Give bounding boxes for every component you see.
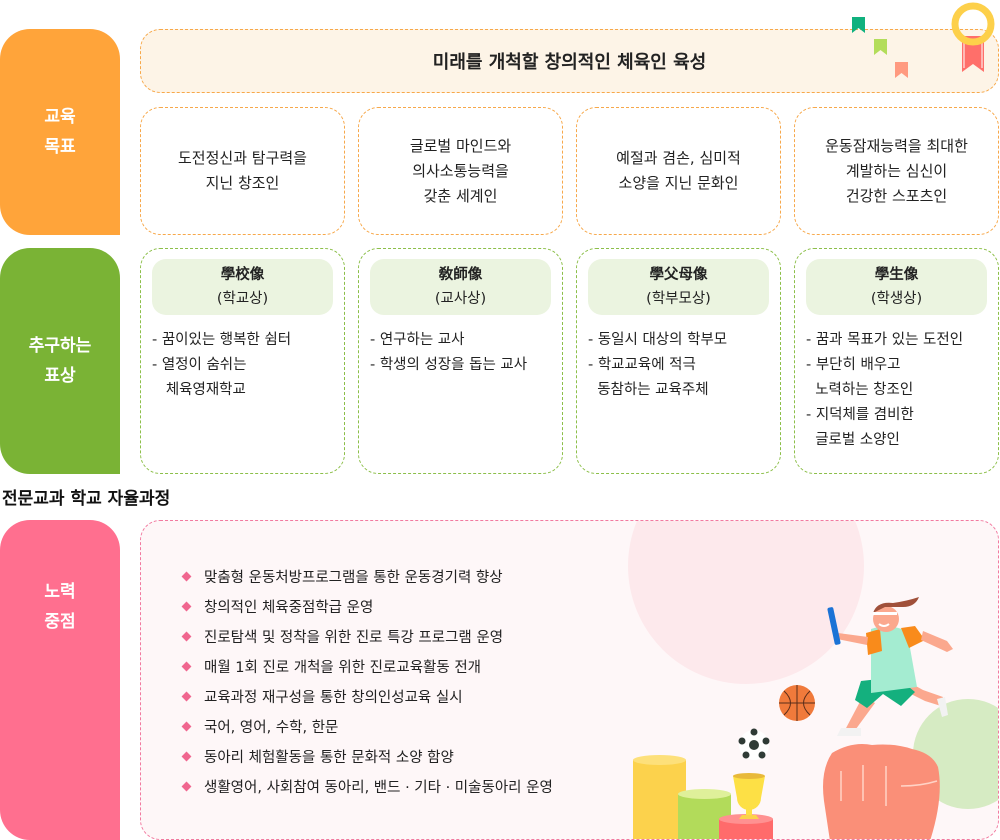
ideal-card-header: 敎師像 (교사상) <box>370 259 551 315</box>
focus-item: 창의적인 체육중점학급 운영 <box>179 591 553 621</box>
goal-card-text: 도전정신과 탐구력을 지닌 창조인 <box>178 149 307 192</box>
ideal-item: - 꿈과 목표가 있는 도전인 <box>806 332 964 348</box>
focus-item: 생활영어, 사회참여 동아리, 밴드 · 기타 · 미술동아리 운영 <box>179 771 553 801</box>
focus-item-text: 국어, 영어, 수학, 한문 <box>204 719 339 736</box>
focus-item-text: 동아리 체험활동을 통한 문화적 소양 함양 <box>204 749 454 766</box>
focus-item-text: 맞춤형 운동처방프로그램을 통한 운동경기력 향상 <box>204 569 503 586</box>
diamond-bullet-icon <box>181 661 192 671</box>
pursued-ideals-label: 추구하는 표상 <box>0 248 120 474</box>
focus-item-text: 진로탐색 및 정착을 위한 진로 특강 프로그램 운영 <box>204 629 504 646</box>
ideal-item: - 학생의 성장을 돕는 교사 <box>370 357 528 373</box>
focus-item: 교육과정 재구성을 통한 창의인성교육 실시 <box>179 681 553 711</box>
focus-item: 진로탐색 및 정착을 위한 진로 특강 프로그램 운영 <box>179 621 553 651</box>
effort-focus-label-text: 노력 중점 <box>44 582 76 632</box>
ideal-card-header: 學校像 (학교상) <box>152 259 333 315</box>
focus-item: 매월 1회 진로 개척을 위한 진로교육활동 전개 <box>179 651 553 681</box>
ideal-item: - 연구하는 교사 <box>370 332 465 348</box>
ideal-card-student: 學生像 (학생상) - 꿈과 목표가 있는 도전인 - 부단히 배우고 노력하는… <box>794 248 999 474</box>
section-title: 전문교과 학교 자율과정 <box>2 489 171 509</box>
ideal-hanja: 學校像 <box>220 267 265 283</box>
ideal-korean: (교사상) <box>434 291 487 307</box>
goal-card-text: 예절과 겸손, 심미적 소양을 지닌 문화인 <box>616 149 741 192</box>
goal-card-text: 운동잠재능력을 최대한 계발하는 심신이 건강한 스포츠인 <box>825 136 968 205</box>
effort-focus-list: 맞춤형 운동처방프로그램을 통한 운동경기력 향상 창의적인 체육중점학급 운영… <box>179 561 553 801</box>
diamond-bullet-icon <box>181 721 192 731</box>
ideal-card-teacher: 敎師像 (교사상) - 연구하는 교사 - 학생의 성장을 돕는 교사 <box>358 248 563 474</box>
education-goal-label-text: 교육 목표 <box>44 107 76 157</box>
diamond-bullet-icon <box>181 781 192 791</box>
ideal-list: - 동일시 대상의 학부모 - 학교교육에 적극 동참하는 교육주체 <box>588 328 769 403</box>
ideal-card-school: 學校像 (학교상) - 꿈이있는 행복한 쉼터 - 열정이 숨쉬는 체육영재학교 <box>140 248 345 474</box>
diamond-bullet-icon <box>181 751 192 761</box>
ideal-card-header: 學父母像 (학부모상) <box>588 259 769 315</box>
vision-text: 미래를 개척할 창의적인 체육인 육성 <box>432 52 707 73</box>
diamond-bullet-icon <box>181 691 192 701</box>
goal-card-1: 도전정신과 탐구력을 지닌 창조인 <box>140 107 345 235</box>
ideal-korean: (학교상) <box>216 291 269 307</box>
vision-banner: 미래를 개척할 창의적인 체육인 육성 <box>140 29 999 93</box>
ideal-card-parent: 學父母像 (학부모상) - 동일시 대상의 학부모 - 학교교육에 적극 동참하… <box>576 248 781 474</box>
ideal-item: 동참하는 교육주체 <box>588 382 709 398</box>
ideal-item: - 열정이 숨쉬는 <box>152 357 247 373</box>
medal-icon <box>951 2 995 72</box>
focus-item-text: 매월 1회 진로 개척을 위한 진로교육활동 전개 <box>204 659 481 676</box>
focus-item: 국어, 영어, 수학, 한문 <box>179 711 553 741</box>
focus-item-text: 교육과정 재구성을 통한 창의인성교육 실시 <box>204 689 463 706</box>
diamond-bullet-icon <box>181 631 192 641</box>
ideal-item: - 학교교육에 적극 <box>588 357 696 373</box>
focus-item: 동아리 체험활동을 통한 문화적 소양 함양 <box>179 741 553 771</box>
goal-card-2: 글로벌 마인드와 의사소통능력을 갖춘 세계인 <box>358 107 563 235</box>
ideal-item: - 동일시 대상의 학부모 <box>588 332 728 348</box>
goal-card-text: 글로벌 마인드와 의사소통능력을 갖춘 세계인 <box>409 136 512 205</box>
ideal-list: - 꿈이있는 행복한 쉼터 - 열정이 숨쉬는 체육영재학교 <box>152 328 333 403</box>
ideal-item: - 꿈이있는 행복한 쉼터 <box>152 332 292 348</box>
ideal-item: - 지덕체를 겸비한 <box>806 407 914 423</box>
ideal-item: 글로벌 소양인 <box>806 432 900 448</box>
diamond-bullet-icon <box>181 571 192 581</box>
ideal-korean: (학부모상) <box>646 291 711 307</box>
ideal-hanja: 學父母像 <box>649 267 708 283</box>
ideal-list: - 꿈과 목표가 있는 도전인 - 부단히 배우고 노력하는 창조인 - 지덕체… <box>806 328 987 453</box>
ideal-item: 체육영재학교 <box>152 382 246 398</box>
goal-card-3: 예절과 겸손, 심미적 소양을 지닌 문화인 <box>576 107 781 235</box>
focus-item-text: 생활영어, 사회참여 동아리, 밴드 · 기타 · 미술동아리 운영 <box>204 779 553 796</box>
ideal-item: - 부단히 배우고 <box>806 357 901 373</box>
ideal-hanja: 敎師像 <box>438 267 483 283</box>
ideal-card-header: 學生像 (학생상) <box>806 259 987 315</box>
pursued-ideals-label-text: 추구하는 표상 <box>28 336 92 386</box>
effort-focus-panel: 맞춤형 운동처방프로그램을 통한 운동경기력 향상 창의적인 체육중점학급 운영… <box>140 520 999 840</box>
sports-illustration <box>633 597 953 839</box>
focus-item-text: 창의적인 체육중점학급 운영 <box>204 599 374 616</box>
ideal-korean: (학생상) <box>870 291 923 307</box>
diamond-bullet-icon <box>181 601 192 611</box>
ideal-item: 노력하는 창조인 <box>806 382 914 398</box>
ideal-hanja: 學生像 <box>874 267 919 283</box>
effort-focus-label: 노력 중점 <box>0 520 120 840</box>
ideal-list: - 연구하는 교사 - 학생의 성장을 돕는 교사 <box>370 328 551 378</box>
ribbon-bookmarks-icon <box>852 17 908 78</box>
goal-card-4: 운동잠재능력을 최대한 계발하는 심신이 건강한 스포츠인 <box>794 107 999 235</box>
focus-item: 맞춤형 운동처방프로그램을 통한 운동경기력 향상 <box>179 561 553 591</box>
education-goal-label: 교육 목표 <box>0 29 120 235</box>
